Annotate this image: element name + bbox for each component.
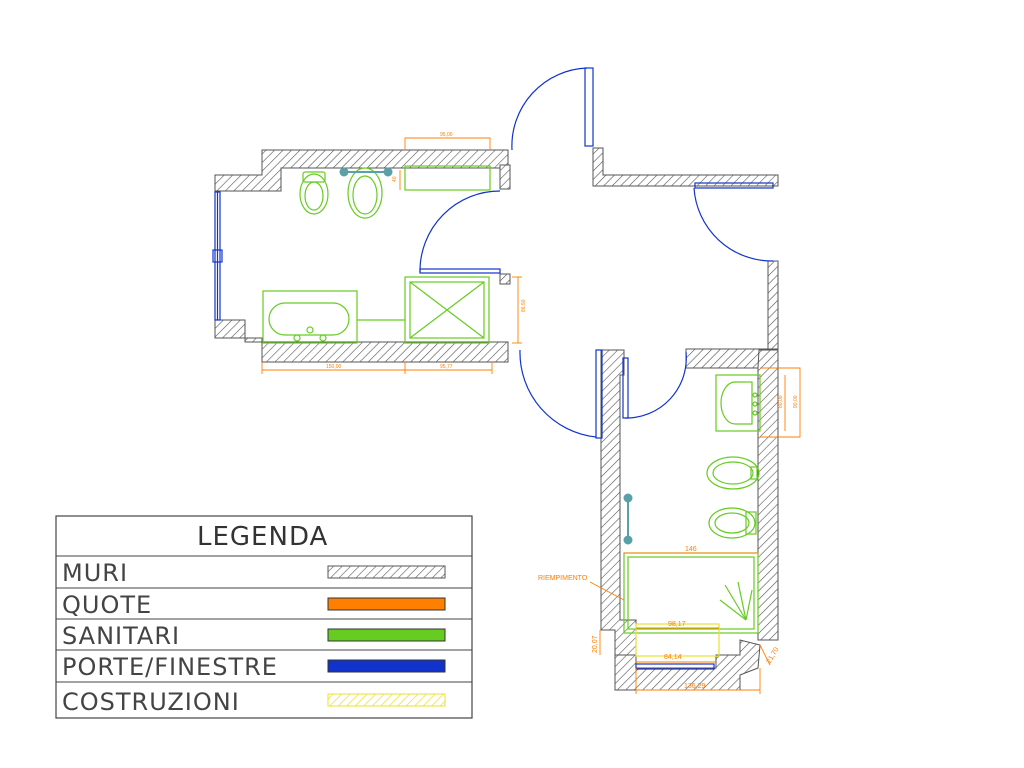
bathtub [262, 290, 358, 344]
dim-label: 90,00 [793, 395, 799, 408]
legend-swatch-construction [327, 693, 446, 707]
doors-windows [212, 67, 774, 670]
legend-label-fixtures: SANITARI [62, 622, 180, 650]
dim-label: 98,17 [668, 621, 686, 628]
dim-label: 21,70 [766, 646, 781, 665]
dim-label: 20,07 [592, 635, 599, 653]
dim-label: 150,00 [326, 364, 342, 370]
legend-swatch-dimensions [327, 597, 446, 611]
walls [214, 147, 779, 691]
legend: LEGENDA MURI QUOTE SANITARI PORTE/FINEST… [55, 515, 473, 719]
legend-label-construction: COSTRUZIONI [62, 688, 240, 716]
construction-element [635, 623, 720, 657]
bidet-2 [706, 456, 760, 490]
legend-swatch-walls [327, 565, 446, 579]
shower-1 [404, 276, 490, 344]
dim-label: 136,29 [684, 683, 706, 690]
legend-label-doors: PORTE/FINESTRE [62, 653, 278, 681]
bidet-1 [347, 167, 383, 219]
dim-label: 86,50 [521, 299, 527, 312]
fittings [339, 167, 633, 545]
legend-title: LEGENDA [197, 522, 328, 552]
sink-2 [715, 374, 761, 432]
toilet-2 [708, 507, 757, 539]
dim-label: 40 [392, 176, 398, 182]
legend-swatch-fixtures [327, 628, 446, 642]
dim-label: 146 [685, 546, 697, 553]
cabinet [404, 165, 491, 191]
shower-2 [623, 552, 759, 634]
dim-label: 80,00 [778, 395, 784, 408]
dim-label: 95,00 [440, 132, 453, 138]
legend-label-walls: MURI [62, 559, 128, 587]
dim-label: 95,77 [440, 364, 453, 370]
dimension-labels: 95,00 40 150,00 95,77 86,50 90,00 80,00 … [326, 132, 799, 690]
legend-label-dimensions: QUOTE [62, 591, 152, 619]
toilet-1 [299, 171, 329, 215]
annotation-riempimento: RIEMPIMENTO [538, 575, 588, 582]
dim-label: 84,14 [664, 654, 682, 661]
legend-swatch-doors [327, 659, 446, 673]
dimension-lines [261, 137, 801, 694]
